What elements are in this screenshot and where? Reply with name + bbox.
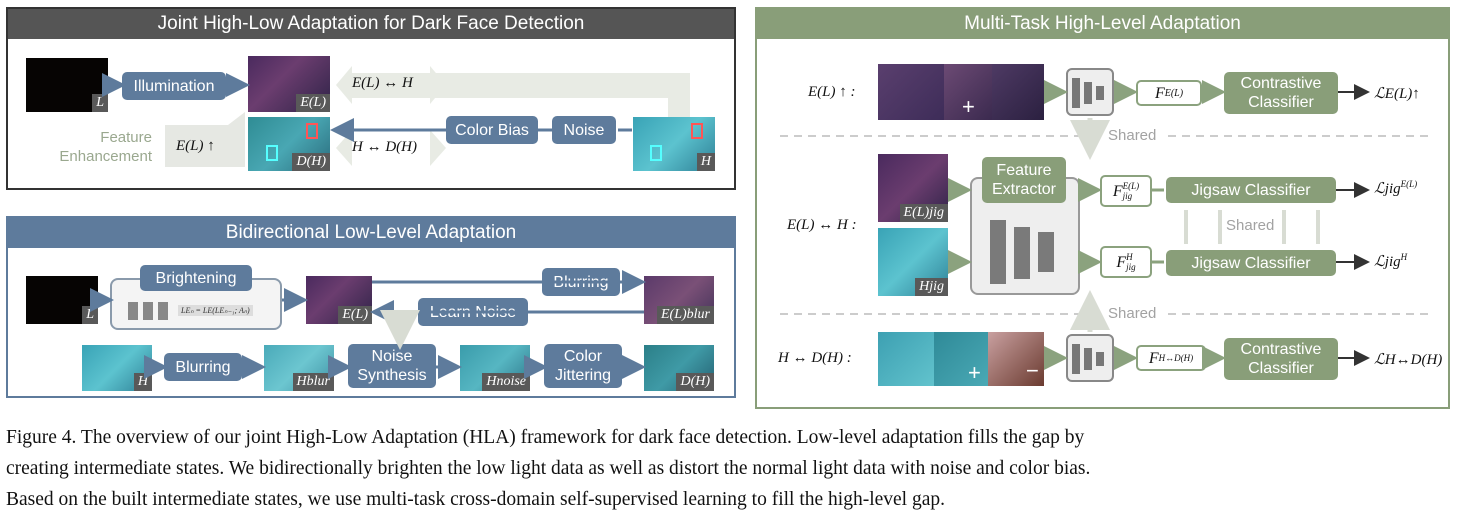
blurring-bottom-box: Blurring (164, 353, 242, 381)
eq-H-DH: H ↔ D(H) (352, 139, 417, 155)
bidir-tag-EL: E(L) (338, 306, 372, 324)
caption-line-3: Based on the built intermediate states, … (6, 489, 946, 510)
loss-Hjig: ℒjigH (1374, 252, 1407, 271)
joint-panel-title: Joint High-Low Adaptation for Dark Face … (8, 9, 734, 39)
enhanced-image-EL: E(L) (248, 56, 330, 112)
row2-image-Hjig: Hjig (878, 228, 948, 296)
row3-image-b: + (934, 332, 988, 386)
row1-image-c (992, 64, 1044, 120)
shared-label-2: Shared (1222, 217, 1279, 234)
dark-image-L: L (26, 58, 108, 112)
fe-block-2 (1014, 227, 1030, 279)
figure-caption: Figure 4. The overview of our joint High… (6, 422, 1456, 515)
color-bias-box: Color Bias (446, 116, 538, 144)
row2-label: E(L) ↔ H : (787, 217, 857, 233)
caption-line-2: creating intermediate states. We bidirec… (6, 458, 1091, 479)
contrastive-classifier-1: Contrastive Classifier (1224, 72, 1338, 114)
row1-label: E(L) ↑ : (808, 84, 856, 100)
bidir-tag-Hblur: Hblur (292, 373, 334, 391)
noise-box: Noise (552, 116, 616, 144)
loss-HDH: ℒH↔D(H) (1374, 352, 1443, 368)
brightening-box: Brightening (140, 265, 252, 291)
bidir-tag-DH: D(H) (676, 373, 714, 391)
bidir-noise-image-Hnoise: Hnoise (460, 345, 530, 391)
color-jittering-box: Color Jittering (544, 344, 622, 388)
brightening-block-3 (158, 302, 168, 320)
f-HDH-main: F (1148, 349, 1159, 367)
bidir-distorted-image-DH: D(H) (644, 345, 714, 391)
row2-image-ELjig: E(L)jig (878, 154, 948, 222)
loss-ELjig: ℒjigE(L) (1374, 179, 1417, 198)
bidir-normal-image-H: H (82, 345, 152, 391)
bidir-tag-Hnoise: Hnoise (482, 373, 530, 391)
brightening-block-2 (143, 302, 153, 320)
el-up-label: E(L) ↑ (176, 138, 215, 154)
noise-synthesis-box: Noise Synthesis (348, 344, 436, 388)
tag-H: H (696, 153, 715, 171)
row1-plus: + (962, 94, 975, 119)
normal-image-H: H (633, 117, 715, 171)
loss-Hjig-main: ℒjig (1374, 254, 1401, 270)
bidir-tag-ELblur: E(L)blur (657, 306, 714, 324)
jigsaw-classifier-2: Jigsaw Classifier (1166, 250, 1336, 276)
feature-enhancement-label: Feature Enhancement (59, 129, 152, 165)
shared-label-1: Shared (1104, 127, 1161, 144)
f-EL-main: F (1154, 84, 1165, 102)
shared-label-3: Shared (1104, 305, 1161, 322)
tag-DH: D(H) (292, 153, 330, 171)
f-Hjig-main: F (1116, 253, 1127, 271)
distorted-image-DH: D(H) (248, 117, 330, 171)
fe-block-3 (1038, 232, 1054, 272)
row1-image-a (878, 64, 946, 120)
row1-image-b: + (944, 64, 992, 120)
multitask-panel-title: Multi-Task High-Level Adaptation (757, 9, 1448, 39)
f-EL-sub: E(L) (1164, 87, 1184, 99)
row3-label: H ↔ D(H) : (778, 350, 852, 366)
tag-Hjig: Hjig (915, 278, 948, 296)
f-Hjig-sup: H (1126, 252, 1133, 262)
eq-EL-H-top: E(L) ↔ H (352, 75, 413, 91)
loss-EL-up: ℒE(L)↑ (1374, 86, 1420, 102)
bidir-enhanced-image-EL: E(L) (306, 276, 372, 324)
brightening-formula: LEₙ = LE(LEₙ₋₁; Aₙ) (178, 305, 253, 316)
loss-ELjig-main: ℒjig (1374, 181, 1401, 197)
illumination-box: Illumination (122, 72, 226, 100)
bidir-dark-image-L: L (26, 276, 98, 324)
caption-line-1: Figure 4. The overview of our joint High… (6, 427, 1085, 448)
contrastive-classifier-2: Contrastive Classifier (1224, 338, 1338, 380)
brightening-block-1 (128, 302, 138, 320)
tag-L: L (92, 94, 108, 112)
jigsaw-classifier-1: Jigsaw Classifier (1166, 177, 1336, 203)
row3-image-c: − (988, 332, 1044, 386)
f-ELjig-sub: jig (1122, 191, 1133, 201)
bidirectional-panel-title: Bidirectional Low-Level Adaptation (8, 218, 734, 248)
fe-block-1 (990, 220, 1006, 284)
row3-image-a (878, 332, 934, 386)
f-ELjig-sup: E(L) (1122, 181, 1140, 191)
bidir-blur-image-Hblur: Hblur (264, 345, 334, 391)
f-HDH-sub: H↔D(H) (1158, 352, 1194, 363)
feature-extractor-box: Feature Extractor (982, 157, 1066, 203)
tag-ELjig: E(L)jig (899, 204, 948, 222)
f-ELjig-main: F (1112, 182, 1123, 200)
row3-plus: + (968, 360, 981, 385)
loss-ELjig-sup: E(L) (1400, 179, 1418, 189)
loss-Hjig-sup: H (1400, 252, 1408, 262)
tag-EL: E(L) (296, 94, 330, 112)
f-Hjig-sub: jig (1126, 262, 1136, 272)
bidir-blur-image-ELblur: E(L)blur (644, 276, 714, 324)
row3-minus: − (1026, 358, 1039, 383)
